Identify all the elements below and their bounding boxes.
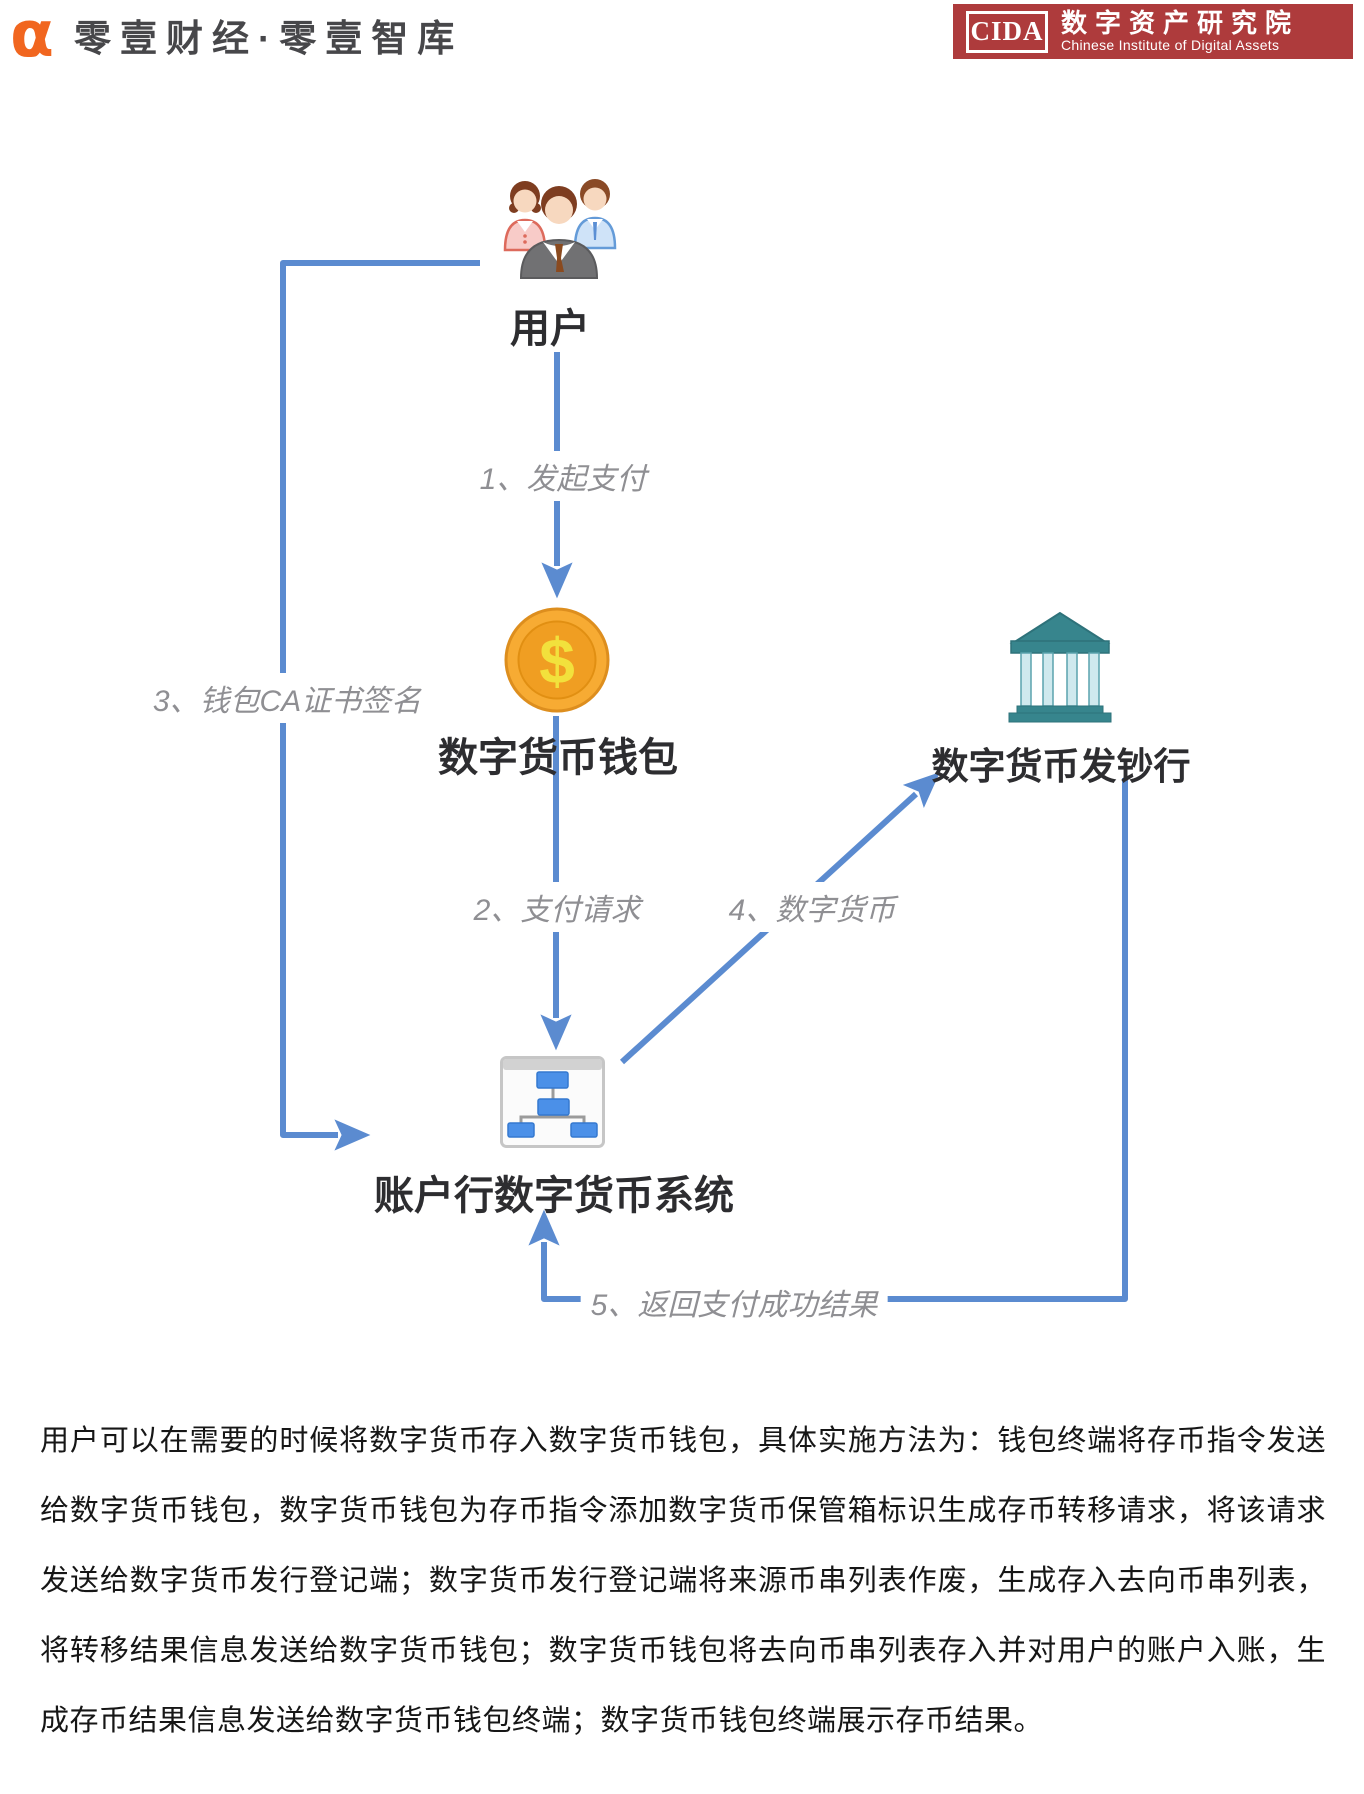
node-label-issuing-bank: 数字货币发钞行: [931, 746, 1191, 787]
alpha-logo-icon: α: [10, 0, 54, 72]
cida-acronym-box: CIDA: [966, 10, 1048, 53]
edge-label-2: 2、支付请求: [463, 882, 651, 932]
edge-label-3: 3、钱包CA证书签名: [142, 673, 432, 723]
brand-name: 零壹财经·零壹智库: [73, 18, 464, 59]
dollar-coin-icon: $: [504, 607, 610, 713]
cida-name-en: Chinese Institute of Digital Assets: [1061, 37, 1280, 53]
edge-label-1: 1、发起支付: [469, 451, 657, 501]
edge-label-4: 4、数字货币: [718, 882, 906, 932]
paragraph-line: 给数字货币钱包，数字货币钱包为存币指令添加数字货币保管箱标识生成存币转移请求，将…: [40, 1495, 1326, 1527]
dollar-symbol: $: [539, 625, 575, 697]
node-label-user: 用户: [510, 307, 590, 351]
paragraph-line: 成存币结果信息发送给数字货币钱包终端；数字货币钱包终端展示存币结果。: [40, 1705, 1044, 1737]
cida-name-cn: 数字资产研究院: [1061, 8, 1300, 38]
brand-logo: α 零壹财经·零壹智库: [10, 0, 464, 72]
cida-names: 数字资产研究院 Chinese Institute of Digital Ass…: [1061, 9, 1299, 54]
node-label-account-system: 账户行数字货币系统: [374, 1174, 734, 1218]
system-window-icon: [500, 1056, 605, 1148]
node-label-wallet: 数字货币钱包: [438, 736, 678, 780]
cida-logo: CIDA 数字资产研究院 Chinese Institute of Digita…: [953, 4, 1353, 59]
paragraph-line: 用户可以在需要的时候将数字货币存入数字货币钱包，具体实施方法为：钱包终端将存币指…: [40, 1425, 1326, 1457]
edge-label-5: 5、返回支付成功结果: [580, 1277, 888, 1327]
paragraph-line: 发送给数字货币发行登记端；数字货币发行登记端将来源币串列表作废，生成存入去向币串…: [40, 1565, 1326, 1597]
users-icon: [503, 179, 617, 279]
description-paragraph: 用户可以在需要的时候将数字货币存入数字货币钱包，具体实施方法为：钱包终端将存币指…: [40, 1406, 1326, 1756]
paragraph-line: 将转移结果信息发送给数字货币钱包；数字货币钱包将去向币串列表存入并对用户的账户入…: [40, 1635, 1326, 1667]
bank-icon: [1008, 611, 1112, 723]
